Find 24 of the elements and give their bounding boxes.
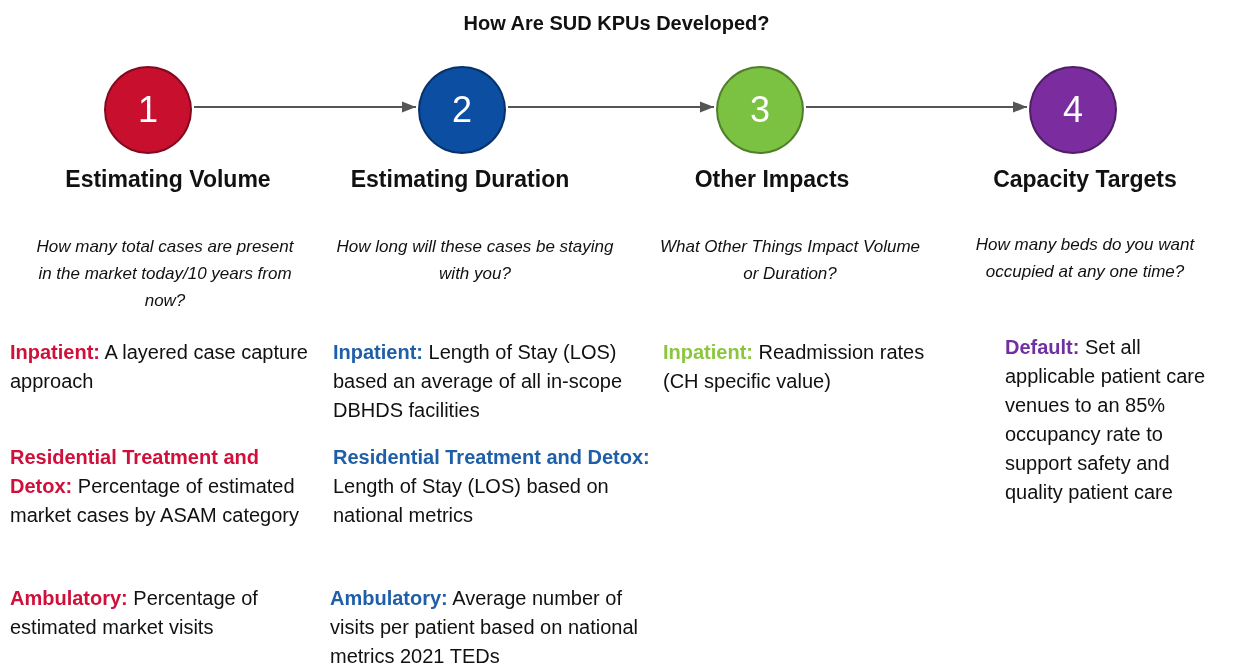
description-text: Default: Set all applicable patient care venues to an 85% occupancy rate to support safety and quality patient care [1005,335,1207,505]
description-text: Inpatient: Readmission rates (CH specific value) [663,340,926,394]
step-heading: Capacity Targets [992,166,1178,193]
guiding-question: How many total cases are present in the market today/10 years from now? [35,236,295,312]
arrow [193,101,417,113]
step-heading: Other Impacts [693,166,851,193]
step-circle: 1 [104,66,192,154]
description-text: Inpatient: A layered case capture approach [10,340,309,394]
step-circle: 4 [1029,66,1117,154]
guiding-question: How many beds do you want occupied at any one time? [974,234,1196,283]
step-heading: Estimating Duration [349,166,571,193]
step-heading: Estimating Volume [64,166,272,193]
guiding-question: What Other Things Impact Volume or Duration? [658,236,922,285]
description-text: Ambulatory: Average number of visits per patient based on national metrics 2021 TEDs [330,586,639,666]
diagram-title: How Are SUD KPUs Developed? [462,12,771,35]
step-circle: 3 [716,66,804,154]
arrow [805,101,1028,113]
arrow [507,101,715,113]
guiding-question: How long will these cases be staying with you? [335,236,615,285]
description-text: Residential Treatment and Detox: Percentage of estimated market cases by ASAM category [10,445,300,528]
description-text: Inpatient: Length of Stay (LOS) based an average of all in-scope DBHDS facilities [333,340,624,423]
description-text: Ambulatory: Percentage of estimated market visits [10,586,259,640]
step-circle: 2 [418,66,506,154]
description-text: Residential Treatment and Detox: Length of Stay (LOS) based on national metrics [333,445,651,528]
